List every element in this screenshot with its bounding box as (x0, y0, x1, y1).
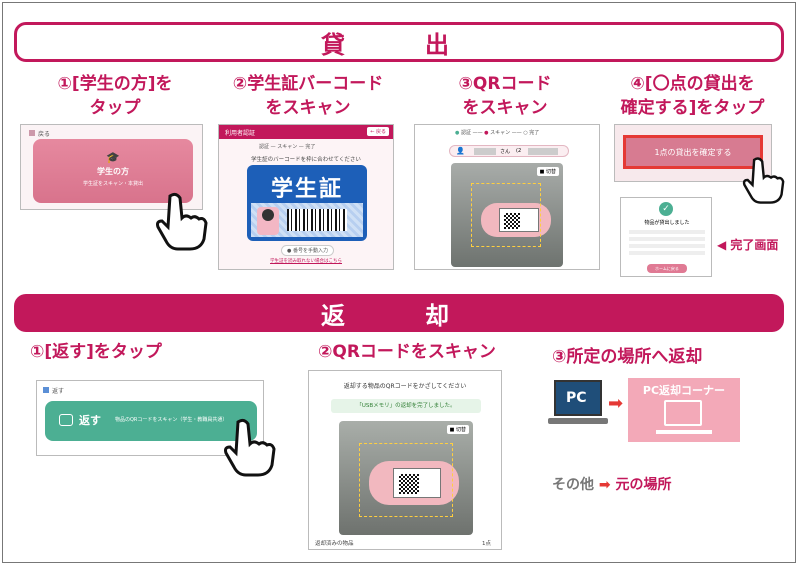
return-banner: 返 却 (14, 294, 784, 332)
lend-step-4-label: ④[〇点の貸出を確定する]をタップ (620, 74, 765, 118)
return-corner: PC返却コーナー (628, 378, 740, 442)
user-icon: 👤 (456, 147, 465, 155)
return-step-3-label: ③所定の場所へ返却 (552, 347, 703, 367)
success-toast: 「USBメモリ」の返却を完了しました。 (331, 399, 481, 413)
qr-code-icon (399, 474, 419, 494)
return-button[interactable]: 返す 物品のQRコードをスキャン（学生・教職員共通） (45, 401, 257, 441)
lend-screen-2: 利用者認証 ← 戻る 認証 — スキャン — 完了 学生証のバーコードを枠に合わ… (218, 124, 394, 270)
tap-hand-icon-2 (742, 157, 785, 204)
tap-hand-icon (156, 192, 208, 251)
user-chip: 👤 さん (2 (449, 145, 569, 157)
return-step-2-label: ②QRコードをスキャン (318, 342, 496, 362)
keychain-tag (369, 461, 459, 505)
camera-view: ■ 切替 (339, 421, 473, 535)
back-button[interactable]: ← 戻る (367, 127, 389, 136)
arrow-right-icon: ➡ (608, 393, 624, 414)
progress-steps: ● 認証 —— ● スキャン —— ○ 完了 (455, 130, 540, 136)
lend-step-2-label: ②学生証バーコードをスキャン (232, 74, 384, 118)
keychain-tag (481, 203, 551, 237)
lend-screen-4: 1点の貸出を確定する (614, 124, 772, 182)
lend-step-3-label: ③QRコードをスキャン (458, 74, 552, 118)
avatar-icon (257, 207, 279, 235)
qr-code-icon (504, 213, 520, 229)
home-button[interactable]: ホームに戻る (647, 264, 687, 273)
student-id-card: 学生証 (247, 165, 367, 241)
switch-camera-button[interactable]: ■ 切替 (536, 167, 559, 176)
tap-hand-icon-3 (224, 418, 276, 477)
help-link[interactable]: 学生証を読み取れない場合はこちら (270, 259, 342, 264)
back-link[interactable]: 戻る (38, 131, 51, 138)
barcode-icon (287, 209, 347, 231)
camera-view: ■ 切替 (451, 163, 563, 267)
scan-frame (359, 443, 453, 517)
other-destination: その他 ➡ 元の場所 (552, 477, 672, 493)
student-button[interactable]: 🎓 学生の方 学生証をスキャン・本貸出 (33, 139, 193, 203)
switch-camera-button[interactable]: ■ 切替 (446, 425, 469, 434)
done-screen: ✓ 物品が貸出しました ホームに戻る (620, 197, 712, 277)
laptop-icon: PC (548, 380, 608, 426)
confirm-lend-button[interactable]: 1点の貸出を確定する (623, 135, 763, 169)
scan-frame (471, 183, 541, 247)
check-icon: ✓ (659, 202, 673, 216)
done-screen-label: ◀ 完了画面 (717, 238, 779, 252)
lend-step-1-label: ①[学生の方]をタップ (57, 74, 173, 118)
arrow-right-icon: ➡ (598, 477, 611, 493)
progress-steps: 認証 — スキャン — 完了 (259, 144, 316, 150)
monitor-icon (664, 400, 702, 426)
manual-entry-button[interactable]: ● 番号を手動入力 (281, 245, 334, 256)
graduation-cap-icon: 🎓 (106, 151, 120, 164)
return-step-1-label: ①[返す]をタップ (30, 342, 162, 362)
return-screen-2: 返却する物品のQRコードをかざしてください 「USBメモリ」の返却を完了しました… (308, 370, 502, 550)
lend-banner: 貸 出 (14, 22, 784, 62)
return-screen-1: 返す 返す 物品のQRコードをスキャン（学生・教職員共通） (36, 380, 264, 456)
lend-screen-3: ● 認証 —— ● スキャン —— ○ 完了 👤 さん (2 ■ 切替 (414, 124, 600, 270)
return-icon (59, 414, 73, 426)
